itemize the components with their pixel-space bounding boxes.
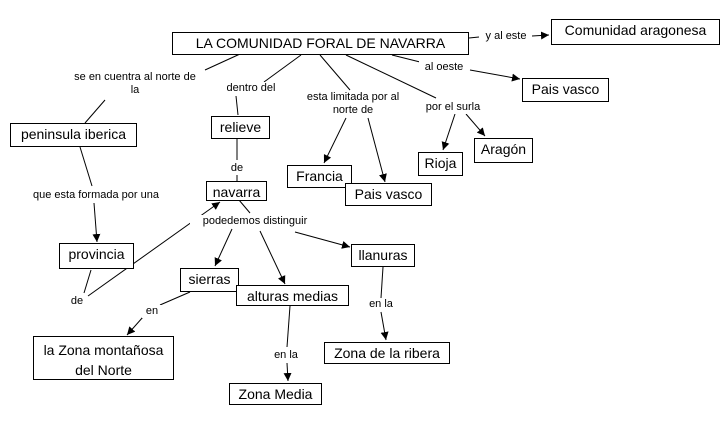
label-al-oeste: al oeste	[419, 61, 469, 74]
node-sierras: sierras	[180, 268, 239, 292]
arrow-to-zona-media	[283, 362, 292, 382]
link-alturas-to-label-enla	[286, 305, 291, 348]
link-root-to-label-encuentra	[204, 53, 241, 71]
node-peninsula-iberica: peninsula iberica	[10, 123, 137, 147]
node-navarra: navarra	[206, 181, 267, 201]
node-rioja: Rioja	[418, 152, 463, 176]
node-zona-de-la-ribera: Zona de la ribera	[324, 342, 450, 364]
arrow-to-aragon	[465, 113, 486, 137]
label-que-esta-formada: que esta formada por una	[20, 189, 172, 202]
arrow-to-zona-montanosa	[126, 316, 144, 336]
label-dentro-del: dentro del	[222, 82, 280, 95]
arrow-to-alturas	[259, 230, 286, 285]
arrow-to-rioja	[441, 113, 456, 151]
label-en: en	[142, 305, 162, 318]
link-label-encuentra-to-peninsula	[84, 99, 106, 124]
node-comunidad-aragonesa: Comunidad aragonesa	[551, 19, 720, 45]
node-pais-vasco-norte: Pais vasco	[345, 183, 432, 206]
arrow-to-llanuras	[294, 231, 351, 249]
label-limitada: esta limitada por al norte de	[303, 91, 403, 117]
label-por-el-sur: por el surla	[418, 101, 488, 114]
arrow-to-paisvasco-w	[469, 69, 521, 82]
node-alturas-medias: alturas medias	[236, 285, 349, 306]
link-root-to-label-este	[468, 36, 480, 39]
arrow-to-ribera	[380, 311, 389, 341]
link-provincia-to-label-de	[83, 269, 92, 294]
link-root-to-label-dentro	[263, 54, 302, 83]
node-provincia: provincia	[59, 243, 134, 269]
node-francia: Francia	[287, 165, 352, 188]
link-root-to-label-oeste	[391, 54, 421, 63]
label-en-la-ribera: en la	[365, 298, 397, 311]
arrow-to-aragonesa	[531, 31, 550, 40]
link-llanuras-to-label-enla	[380, 266, 384, 299]
node-pais-vasco-oeste: Pais vasco	[522, 78, 609, 102]
arrow-to-sierras	[214, 228, 233, 267]
node-aragon: Aragón	[474, 138, 533, 163]
link-label-dentro-to-relieve	[235, 95, 239, 116]
link-navarra-to-label-podemos	[238, 199, 251, 214]
label-y-al-este: y al este	[480, 30, 532, 43]
label-en-la-media: en la	[270, 349, 302, 362]
arrow-to-paisvasco-n	[367, 117, 387, 183]
label-de-relieve: de	[228, 162, 246, 175]
node-comunidad-foral-navarra: LA COMUNIDAD FORAL DE NAVARRA	[172, 32, 469, 55]
node-llanuras: llanuras	[351, 244, 415, 267]
label-se-encuentra: se en cuentra al norte de la	[70, 71, 200, 97]
node-relieve: relieve	[211, 116, 270, 139]
link-peninsula-to-label-que	[79, 146, 93, 187]
label-de-provincia: de	[68, 295, 86, 308]
link-root-to-label-limitada	[319, 54, 351, 91]
label-podemos-distinguir: podedemos distinguir	[190, 215, 320, 228]
link-sierras-to-label-en	[159, 291, 191, 306]
node-zona-media: Zona Media	[229, 383, 322, 405]
arrow-to-francia	[323, 117, 347, 164]
node-zona-montanosa-norte: la Zona montañosa del Norte	[33, 336, 174, 380]
arrow-to-provincia	[92, 202, 101, 243]
link-root-to-label-sur	[345, 54, 437, 99]
